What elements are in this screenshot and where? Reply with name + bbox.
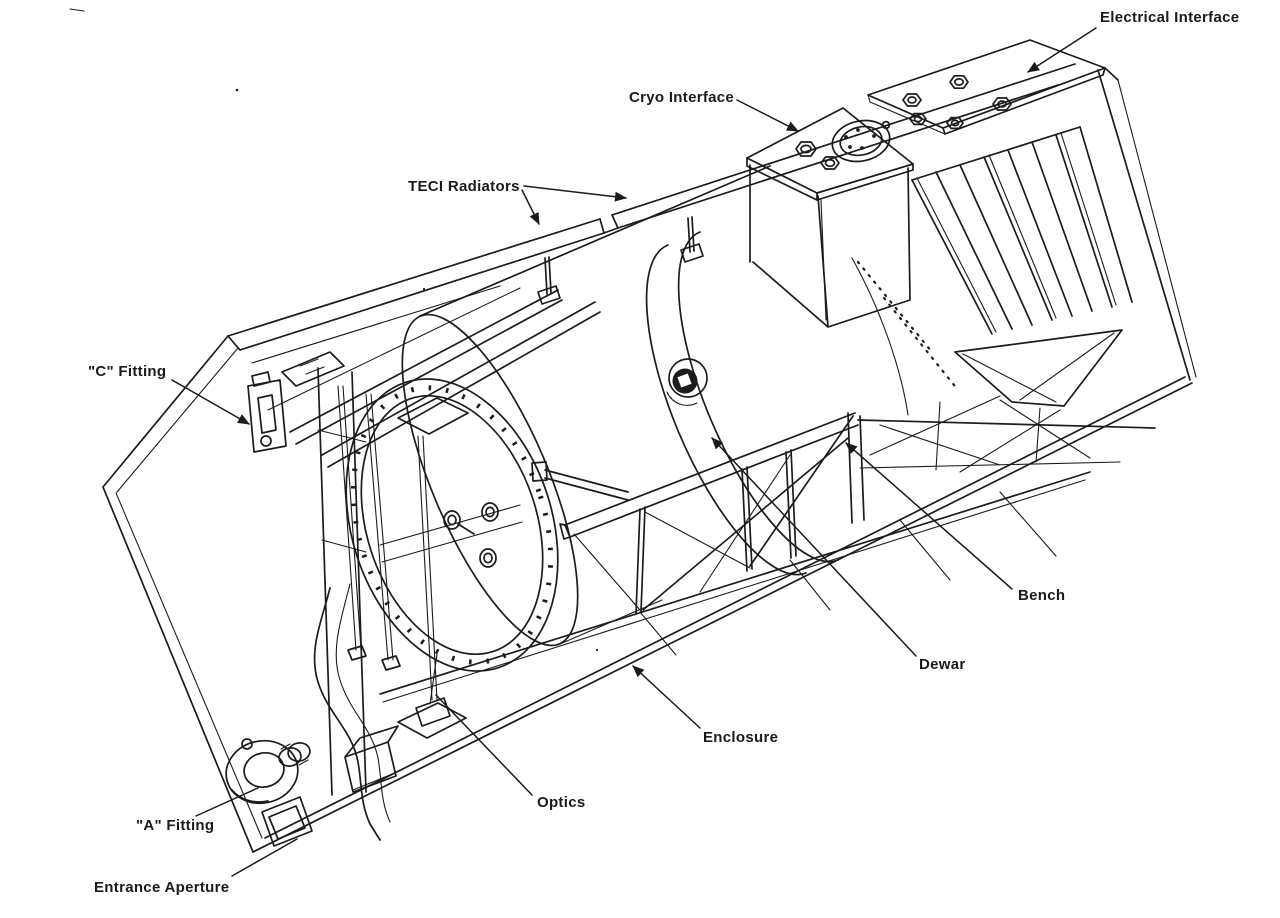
- leader-bench: [845, 442, 1013, 590]
- leader-a-fitting: [195, 787, 259, 817]
- label-entrance-aperture: Entrance Aperture: [94, 879, 229, 896]
- callout-labels: Electrical Interface Cryo Interface TECI…: [88, 9, 1239, 896]
- bottom-fittings: [225, 653, 451, 847]
- leader-optics: [435, 694, 533, 796]
- label-bench: Bench: [1018, 587, 1065, 604]
- label-a-fitting: "A" Fitting: [136, 817, 214, 834]
- label-enclosure: Enclosure: [703, 729, 778, 746]
- electrical-interface-plate: [867, 39, 1106, 135]
- leader-teci-radiators-1: [523, 185, 627, 202]
- label-optics: Optics: [537, 794, 585, 811]
- enclosure-frame: [102, 63, 1197, 853]
- c-fitting-part: [247, 371, 287, 453]
- leader-entrance-aperture: [231, 838, 298, 877]
- dewar-cylinder: [401, 165, 909, 647]
- label-cryo-interface: Cryo Interface: [629, 89, 734, 106]
- label-electrical-interface: Electrical Interface: [1100, 9, 1239, 26]
- label-teci-radiators: TECI Radiators: [408, 178, 520, 195]
- bench-truss: [559, 395, 1156, 615]
- leader-enclosure: [632, 665, 701, 729]
- leader-lines: [171, 27, 1097, 877]
- leader-teci-radiators-2: [521, 189, 540, 225]
- cryo-interface-box: [746, 107, 914, 328]
- leader-c-fitting: [171, 379, 250, 425]
- label-c-fitting: "C" Fitting: [88, 363, 166, 380]
- leader-dewar: [711, 437, 917, 657]
- scan-specks: [69, 8, 599, 652]
- optics-flange: [337, 378, 629, 739]
- leader-electrical-interface: [1027, 27, 1097, 73]
- radiator-fins: [856, 126, 1133, 407]
- label-dewar: Dewar: [919, 656, 966, 673]
- leader-cryo-interface: [736, 99, 799, 132]
